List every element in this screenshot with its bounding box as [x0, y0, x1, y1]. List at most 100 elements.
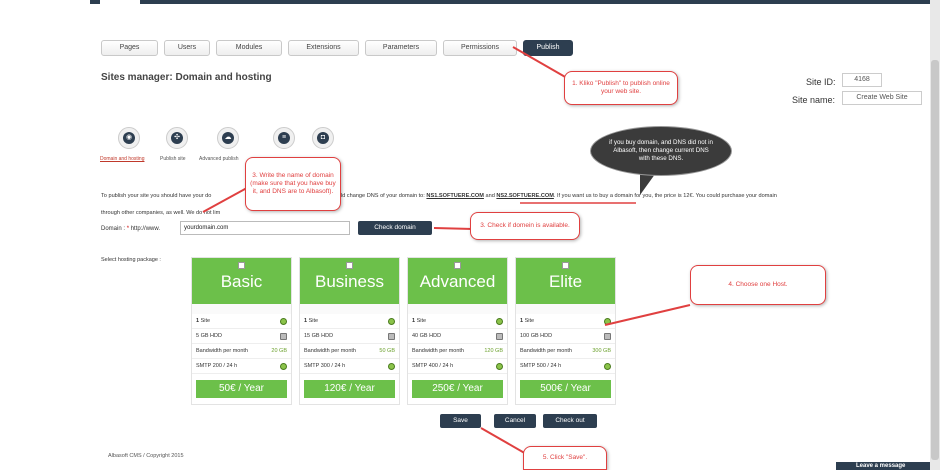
bandwidth-label: Bandwidth per month — [196, 348, 248, 354]
package-name: Basic — [220, 272, 263, 291]
domain-input[interactable]: yourdomain.com — [180, 221, 350, 235]
step-database-button[interactable]: ≡ — [273, 127, 295, 149]
site-id-field[interactable]: 4168 — [842, 73, 882, 87]
step-label-domain[interactable]: Domain and hosting — [100, 156, 145, 162]
package-price[interactable]: 500€ / Year — [520, 380, 611, 398]
hdd-text: 15 GB HDD — [304, 333, 334, 339]
callout-save: 5. Click "Save". — [523, 446, 607, 470]
package-row-hdd: 100 GB HDD — [516, 329, 615, 344]
callout-dns: if you buy domain, and DNS did not in Al… — [590, 126, 732, 176]
step-advanced-publish-button[interactable]: ☁ — [217, 127, 239, 149]
intro-text-c: . If you want us to buy a domain for you… — [553, 193, 777, 199]
intro-text-a: To publish your site you should have you… — [101, 193, 212, 199]
hosting-package-label: Select hosting package : — [101, 257, 161, 263]
sites-count: 1 — [196, 318, 200, 324]
top-bar-tab — [100, 0, 140, 4]
checkout-button[interactable]: Check out — [543, 414, 597, 428]
package-header: Business — [300, 258, 399, 304]
clock-icon — [604, 362, 611, 370]
ns1-text: NS1.SOFTUERE.COM — [426, 193, 484, 199]
package-advanced[interactable]: Advanced 1 Site 40 GB HDD Bandwidth per … — [407, 257, 508, 405]
package-header: Advanced — [408, 258, 507, 304]
intro-line-1: To publish your site you should have you… — [101, 193, 777, 199]
clock-icon — [388, 362, 395, 370]
settings-icon: ✣ — [171, 132, 183, 144]
callout-domain-name: 3. Write the name of domain (make sure t… — [245, 157, 341, 211]
package-row-hdd: 15 GB HDD — [300, 329, 399, 344]
tab-users[interactable]: Users — [164, 40, 210, 56]
footer-copyright: Albasoft CMS / Copyright 2015 — [108, 453, 184, 459]
intro-text-b: Also, you should change DNS of your doma… — [304, 193, 425, 199]
bandwidth-value: 300 GB — [592, 348, 611, 354]
hdd-icon — [604, 332, 611, 340]
package-row-bandwidth: Bandwidth per month 300 GB — [516, 344, 615, 359]
sites-count: 1 — [304, 318, 308, 324]
package-business[interactable]: Business 1 Site 15 GB HDD Bandwidth per … — [299, 257, 400, 405]
package-row-sites: 1 Site — [408, 314, 507, 329]
site-name-field[interactable]: Create Web Site — [842, 91, 922, 105]
package-row-hdd: 40 GB HDD — [408, 329, 507, 344]
tab-modules[interactable]: Modules — [216, 40, 282, 56]
step-domain-hosting-button[interactable]: ◉ — [118, 127, 140, 149]
package-row-smtp: SMTP 200 / 24 h — [192, 359, 291, 374]
clock-icon — [280, 362, 287, 370]
package-row-smtp: SMTP 400 / 24 h — [408, 359, 507, 374]
scrollbar-thumb[interactable] — [931, 60, 939, 460]
intro-and: and — [485, 193, 495, 199]
tab-extensions[interactable]: Extensions — [288, 40, 359, 56]
cancel-button[interactable]: Cancel — [494, 414, 536, 428]
package-checkbox[interactable] — [454, 262, 461, 269]
hdd-icon — [280, 332, 287, 340]
package-row-sites: 1 Site — [192, 314, 291, 329]
smtp-text: SMTP 200 / 24 h — [196, 363, 238, 369]
package-row-smtp: SMTP 500 / 24 h — [516, 359, 615, 374]
tab-pages[interactable]: Pages — [101, 40, 158, 56]
site-icon — [496, 317, 503, 325]
top-bar — [90, 0, 940, 4]
callout-check-domain: 3. Check if domein is available. — [470, 212, 580, 240]
package-elite[interactable]: Elite 1 Site 100 GB HDD Bandwidth per mo… — [515, 257, 616, 405]
hdd-text: 5 GB HDD — [196, 333, 222, 339]
smtp-text: SMTP 400 / 24 h — [412, 363, 454, 369]
package-name: Advanced — [419, 272, 496, 291]
package-checkbox[interactable] — [346, 262, 353, 269]
package-name: Business — [315, 272, 384, 291]
step-label-publish[interactable]: Publish site — [160, 156, 186, 162]
save-button[interactable]: Save — [440, 414, 481, 428]
database-icon: ≡ — [278, 132, 290, 144]
sites-label: Site — [200, 318, 211, 324]
callout-choose-host: 4. Choose one Host. — [690, 265, 826, 305]
ns2-text: NS2.SOFTUERE.COM — [496, 193, 554, 199]
package-basic[interactable]: Basic 1 Site 5 GB HDD Bandwidth per mont… — [191, 257, 292, 405]
package-name: Elite — [548, 272, 583, 291]
tab-parameters[interactable]: Parameters — [365, 40, 437, 56]
domain-label: Domain : * http://www. — [101, 226, 160, 232]
bandwidth-label: Bandwidth per month — [412, 348, 464, 354]
cloud-upload-icon: ☁ — [222, 132, 234, 144]
package-price[interactable]: 120€ / Year — [304, 380, 395, 398]
camera-icon: ◘ — [317, 132, 329, 144]
domain-label-text: Domain : — [101, 226, 126, 232]
site-name-label: Site name: — [792, 95, 836, 105]
bandwidth-label: Bandwidth per month — [304, 348, 356, 354]
bandwidth-label: Bandwidth per month — [520, 348, 572, 354]
site-id-label: Site ID: — [806, 77, 836, 87]
check-domain-button[interactable]: Check domain — [358, 221, 432, 235]
leave-message-label: Leave a message — [856, 463, 906, 469]
tab-bar: Pages Users Modules Extensions Parameter… — [101, 40, 573, 56]
bandwidth-value: 20 GB — [271, 348, 287, 354]
step-label-advanced[interactable]: Advanced publish — [199, 156, 239, 162]
step-camera-button[interactable]: ◘ — [312, 127, 334, 149]
sites-count: 1 — [520, 318, 524, 324]
package-price[interactable]: 50€ / Year — [196, 380, 287, 398]
sites-count: 1 — [412, 318, 416, 324]
leave-message-button[interactable]: Leave a message — [836, 462, 930, 470]
step-publish-site-button[interactable]: ✣ — [166, 127, 188, 149]
sites-label: Site — [416, 318, 427, 324]
hdd-text: 100 GB HDD — [520, 333, 553, 339]
package-checkbox[interactable] — [562, 262, 569, 269]
tab-publish[interactable]: Publish — [523, 40, 573, 56]
package-price[interactable]: 250€ / Year — [412, 380, 503, 398]
package-checkbox[interactable] — [238, 262, 245, 269]
